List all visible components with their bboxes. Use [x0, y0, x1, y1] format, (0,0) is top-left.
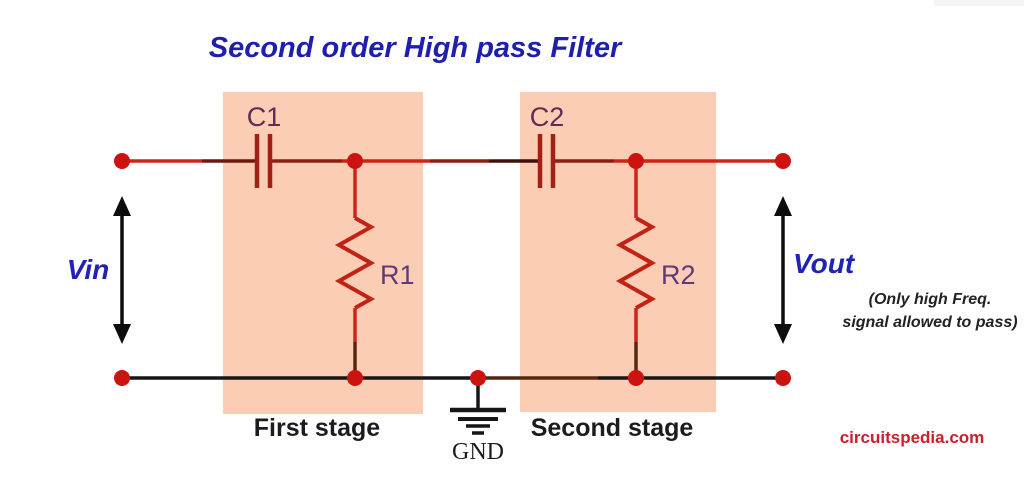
- resistor-zigzag: [615, 216, 657, 310]
- arrow-down-icon: [774, 324, 792, 344]
- capacitor-c2-label: C2: [530, 102, 565, 132]
- resistor-r1-label: R1: [380, 260, 415, 290]
- node-dot: [347, 370, 363, 386]
- node-dot: [114, 370, 130, 386]
- capacitor-c1-label: C1: [247, 102, 282, 132]
- resistor-r2: R2: [615, 163, 696, 376]
- node-dot: [114, 153, 130, 169]
- node-dot: [628, 370, 644, 386]
- resistor-r2-label: R2: [661, 260, 696, 290]
- resistor-r1: R1: [334, 163, 415, 376]
- node-dot: [470, 370, 486, 386]
- ground-symbol: GND: [450, 380, 506, 465]
- note-line-2: signal allowed to pass): [842, 314, 1017, 331]
- second-stage-label: Second stage: [531, 414, 694, 442]
- vin-label: Vin: [67, 254, 110, 285]
- vout-arrow: Vout: [774, 196, 856, 344]
- resistor-zigzag: [334, 216, 376, 310]
- arrow-up-icon: [113, 196, 131, 216]
- output-note: (Only high Freq. signal allowed to pass): [842, 291, 1017, 331]
- arrow-up-icon: [774, 196, 792, 216]
- vout-label: Vout: [793, 248, 856, 279]
- node-dot: [628, 153, 644, 169]
- vin-arrow: Vin: [67, 196, 131, 344]
- connection-nodes: [114, 153, 791, 386]
- capacitor-c1: C1: [247, 102, 282, 188]
- node-dot: [775, 370, 791, 386]
- first-stage-label: First stage: [254, 414, 381, 442]
- note-line-1: (Only high Freq.: [869, 291, 992, 308]
- node-dot: [347, 153, 363, 169]
- gnd-label: GND: [452, 439, 504, 465]
- capacitor-c2: C2: [530, 102, 565, 188]
- screen-edge-artifact: [934, 0, 1024, 6]
- arrow-down-icon: [113, 324, 131, 344]
- second-stage-box: [520, 92, 716, 412]
- node-dot: [775, 153, 791, 169]
- watermark-text: circuitspedia.com: [840, 428, 985, 447]
- first-stage-box: [223, 92, 423, 414]
- diagram-title: Second order High pass Filter: [209, 32, 623, 64]
